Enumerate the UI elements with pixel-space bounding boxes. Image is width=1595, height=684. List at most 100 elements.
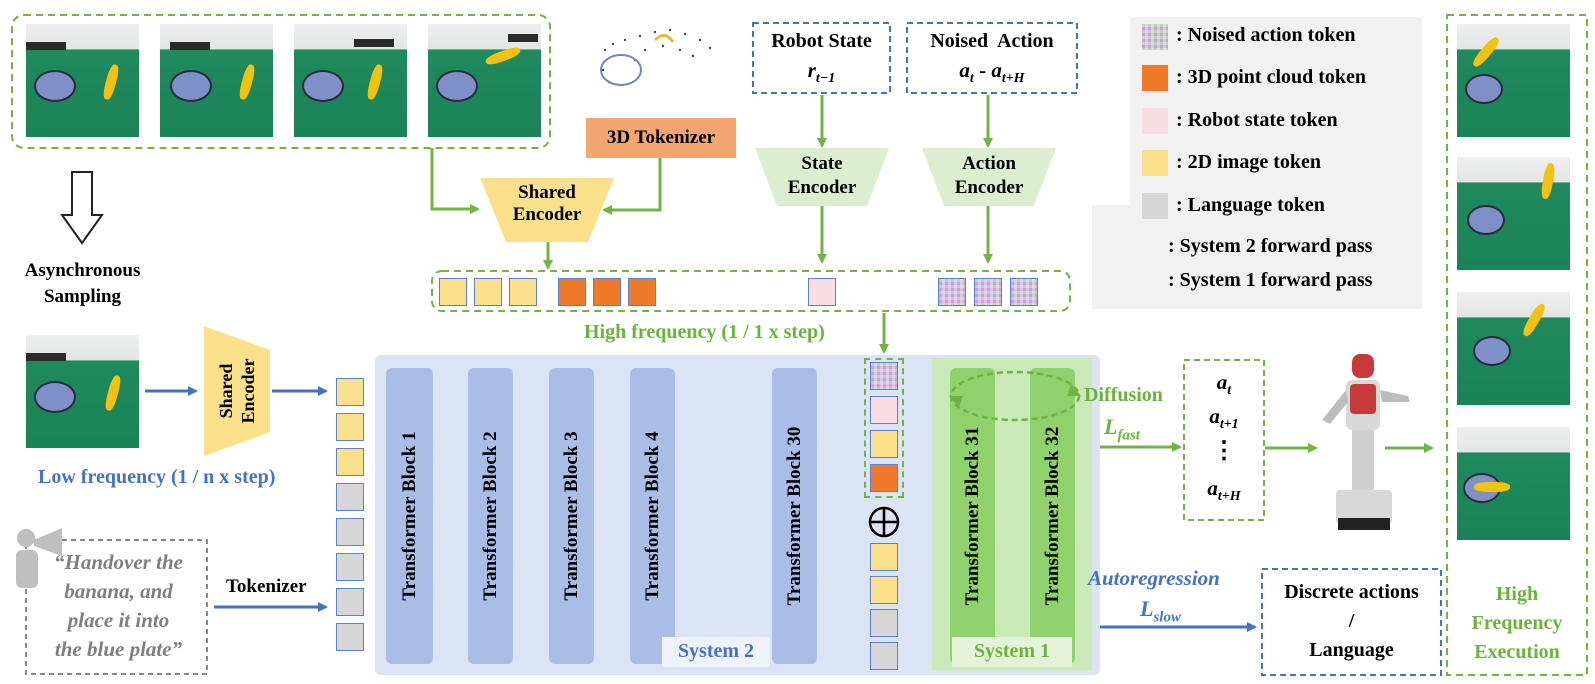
system1-tag xyxy=(952,637,1072,667)
shared-encoder-top-label: Shared Encoder xyxy=(512,182,582,225)
tokenizer-to-encoder-arrow xyxy=(602,158,662,215)
language-token-2 xyxy=(336,518,364,546)
action-out-ellipsis: ⋮ xyxy=(1212,438,1236,464)
state-encoder-label: State Encoder xyxy=(787,153,857,198)
execution-box xyxy=(1446,14,1588,676)
low-freq-label: Low frequency (1 / n x step) xyxy=(38,466,276,488)
shared-encoder-top xyxy=(480,178,614,242)
hf-image-token-2 xyxy=(474,278,502,306)
hf-state-token xyxy=(808,278,836,306)
language-token-3 xyxy=(336,553,364,581)
exec-image-1 xyxy=(1457,24,1570,137)
legend-image-swatch xyxy=(1142,150,1168,176)
col2-image-token-2 xyxy=(870,576,898,604)
shared-encoder-left xyxy=(204,326,270,456)
high-freq-token-box xyxy=(431,270,1071,312)
denoise-loop xyxy=(949,370,1081,422)
system2-tag xyxy=(662,637,770,667)
transformer-block-4: Transformer Block 4 xyxy=(630,368,675,664)
async-arrow xyxy=(60,171,104,245)
3d-tokenizer-box xyxy=(586,118,736,158)
hf-pointcloud-token-1 xyxy=(558,278,586,306)
legend-noised-label: : Noised action token xyxy=(1176,24,1356,46)
action-out-2: at+1 xyxy=(1209,404,1239,433)
instruction-box xyxy=(25,539,208,675)
actions-box xyxy=(1183,359,1265,521)
image-token-2 xyxy=(336,413,364,441)
state-encoder-shape xyxy=(755,148,889,206)
image-group-box xyxy=(11,14,551,149)
scene-image-3 xyxy=(294,24,407,137)
col2-language-token-2 xyxy=(870,642,898,670)
system2-label: System 2 xyxy=(677,640,755,662)
legend-arrow-panel xyxy=(1092,205,1422,309)
action-out-3: at+H xyxy=(1207,476,1241,505)
transformer-block-3: Transformer Block 3 xyxy=(549,368,594,664)
legend-language-swatch xyxy=(1142,193,1168,219)
robot-state-title: Robot State xyxy=(771,30,872,52)
robot-state-symbol: rt−1 xyxy=(807,58,836,87)
images-to-encoder-arrow xyxy=(430,148,480,214)
3d-tokenizer-label: 3D Tokenizer xyxy=(606,127,716,148)
transformer-block-2: Transformer Block 2 xyxy=(468,368,513,664)
transformer-block-32: Transformer Block 32 xyxy=(1030,368,1075,664)
tokenizer-label: Tokenizer xyxy=(226,576,307,597)
legend-pointcloud-label: : 3D point cloud token xyxy=(1176,66,1367,88)
image-token-3 xyxy=(336,448,364,476)
execution-label: High Frequency Execution xyxy=(1471,583,1563,663)
legend-state-label: : Robot state token xyxy=(1176,109,1338,131)
concat-icon xyxy=(868,506,900,538)
shared-encoder-left-label: Shared Encoder xyxy=(216,358,258,424)
l-slow-label: Lslow xyxy=(1140,596,1181,626)
noised-action-symbol: at - at+H xyxy=(959,58,1025,87)
hf-pointcloud-token-2 xyxy=(593,278,621,306)
exec-image-3 xyxy=(1457,292,1570,405)
legend-language-label: : Language token xyxy=(1176,194,1325,216)
speaker-icon xyxy=(16,528,62,588)
discrete-box xyxy=(1261,568,1442,676)
language-token-4 xyxy=(336,588,364,616)
diffusion-label: Diffusion xyxy=(1084,384,1163,406)
action-encoder-label: Action Encoder xyxy=(954,153,1024,198)
image-token-1 xyxy=(336,378,364,406)
hf-token-column-box xyxy=(864,358,904,498)
hf-action-token-2 xyxy=(974,278,1002,306)
instruction-text: “Handover the banana, and place it into … xyxy=(54,550,183,661)
legend-panel xyxy=(1130,17,1422,205)
col2-language-token-1 xyxy=(870,609,898,637)
point-cloud-image xyxy=(600,28,712,86)
hf-image-token-3 xyxy=(509,278,537,306)
col-state-token xyxy=(870,396,898,424)
exec-image-2 xyxy=(1457,157,1570,270)
hf-action-token-3 xyxy=(1010,278,1038,306)
transformer-block-1: Transformer Block 1 xyxy=(386,368,433,664)
async-sampling-label: Asynchronous Sampling xyxy=(24,260,141,307)
scene-image-4 xyxy=(428,24,541,137)
l-fast-label: Lfast xyxy=(1104,414,1140,444)
legend-noised-swatch xyxy=(1142,24,1168,50)
autoregression-label: Autoregression xyxy=(1088,566,1220,590)
action-out-1: at xyxy=(1216,370,1232,399)
col-image-token xyxy=(870,430,898,458)
noised-action-box xyxy=(906,22,1078,94)
system1-label: System 1 xyxy=(973,640,1051,662)
shared-encoder-left-label-wrap: Shared Encoder xyxy=(204,326,270,456)
language-token-5 xyxy=(336,623,364,651)
legend-state-swatch xyxy=(1142,108,1168,134)
legend-system2-label: : System 2 forward pass xyxy=(1168,235,1373,257)
legend-pointcloud-swatch xyxy=(1142,65,1168,91)
hf-image-token-1 xyxy=(439,278,467,306)
action-encoder-shape xyxy=(922,148,1056,206)
high-freq-label: High frequency (1 / 1 x step) xyxy=(584,321,825,343)
robot-state-box xyxy=(752,22,891,94)
transformer-block-30: Transformer Block 30 xyxy=(772,368,817,664)
exec-image-4 xyxy=(1457,427,1570,540)
discrete-label: Discrete actions / Language xyxy=(1284,581,1419,661)
low-freq-scene-image xyxy=(26,335,139,448)
scene-image-2 xyxy=(160,24,273,137)
col-pointcloud-token xyxy=(870,464,898,492)
robot-image xyxy=(1322,354,1410,530)
hf-action-token-1 xyxy=(938,278,966,306)
language-token-1 xyxy=(336,483,364,511)
scene-image-1 xyxy=(26,24,139,137)
